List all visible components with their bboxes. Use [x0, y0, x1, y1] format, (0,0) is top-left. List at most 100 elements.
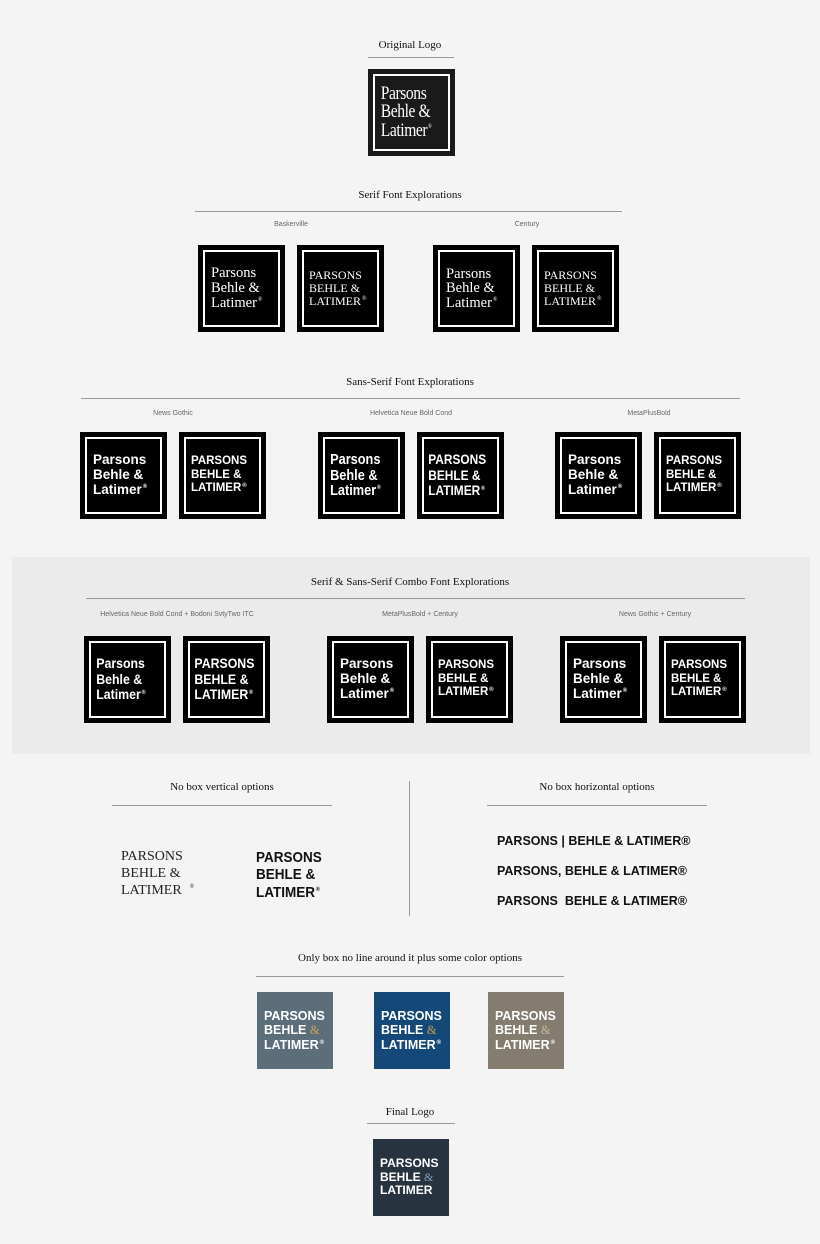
- font-label: Helvetica Neue Bold Cond + Bodoni SvtyTw…: [100, 611, 254, 618]
- logo-line: LATIMER: [256, 883, 315, 901]
- logo-line: BEHLE &: [309, 280, 360, 295]
- logo-line: Behle &: [446, 280, 495, 297]
- horizontal-option-3: PARSONS BEHLE & LATIMER®: [497, 894, 688, 908]
- final-logo: PARSONS BEHLE & LATIMER: [373, 1139, 449, 1216]
- logo-line: BEHLE &: [256, 866, 316, 884]
- logo-line: LATIMER: [191, 482, 242, 495]
- logo-line: Behle &: [93, 467, 144, 483]
- logo-line: BEHLE &: [191, 468, 242, 481]
- logo-line: Latimer: [573, 685, 622, 701]
- registered-mark: ®: [617, 484, 623, 491]
- logo-line: LATIMER: [380, 1183, 433, 1198]
- logo-line: Behle &: [340, 671, 391, 687]
- logo-line: Latimer: [93, 481, 142, 497]
- logo-line: BEHLE &: [428, 466, 481, 483]
- logo-line: Behle &: [568, 467, 619, 483]
- logo-line: BEHLE &: [666, 468, 717, 481]
- logo-line: Behle &: [380, 101, 431, 123]
- logo-line: Behle &: [96, 670, 143, 687]
- logo-line: LATIMER: [438, 686, 489, 699]
- registered-mark: ®: [436, 1039, 442, 1046]
- logo-line: Parsons: [211, 264, 257, 281]
- logo-line: PARSONS: [544, 267, 597, 282]
- registered-mark: ®: [189, 883, 195, 890]
- registered-mark: ®: [717, 482, 722, 489]
- logo-line: LATIMER: [309, 294, 361, 309]
- registered-mark: ®: [242, 482, 247, 489]
- section-title-original: Original Logo: [378, 39, 442, 51]
- logo-line: BEHLE &: [194, 670, 249, 687]
- font-label: News Gothic + Century: [618, 611, 692, 618]
- logo-line: Parsons: [573, 656, 627, 672]
- font-label: Helvetica Neue Bold Cond: [369, 410, 453, 417]
- divider: [195, 211, 622, 212]
- logo-line: PARSONS: [256, 849, 322, 866]
- logo-line: PARSONS: [666, 454, 723, 467]
- font-label: Baskerville: [274, 221, 308, 228]
- logo-line: PARSONS: [428, 451, 487, 468]
- section-title-nobox-horizontal: No box horizontal options: [539, 781, 655, 793]
- logo-line: Parsons: [568, 452, 622, 468]
- logo-line: PARSONS: [194, 655, 255, 672]
- logo-line: Behle &: [573, 671, 624, 687]
- registered-mark: ®: [622, 688, 628, 695]
- logo-line: Latimer: [380, 119, 428, 141]
- section-title-final: Final Logo: [385, 1106, 435, 1118]
- registered-mark: ®: [550, 1039, 556, 1046]
- section-title-color: Only box no line around it plus some col…: [298, 952, 522, 964]
- logo-line: Latimer: [96, 686, 141, 703]
- logo-line: Parsons: [380, 83, 427, 105]
- section-title-nobox-vertical: No box vertical options: [170, 781, 274, 793]
- logo-line: PARSONS: [438, 658, 495, 671]
- registered-mark: ®: [489, 686, 494, 693]
- registered-mark: ®: [257, 297, 263, 304]
- section-title-serif: Serif Font Explorations: [358, 189, 462, 201]
- logo-line: Parsons: [93, 452, 147, 468]
- logo-line: PARSONS: [380, 1155, 439, 1170]
- logo-line: LATIMER: [194, 686, 249, 703]
- vertical-divider: [409, 781, 410, 916]
- logo-line: Parsons: [340, 656, 394, 672]
- color-option-slate: PARSONS BEHLE & LATIMER®: [257, 992, 333, 1069]
- logo-line: BEHLE &: [438, 672, 489, 685]
- logo-line: PARSONS: [495, 1008, 556, 1023]
- registered-mark: ®: [722, 686, 727, 693]
- logo-line: PARSONS: [381, 1008, 442, 1023]
- color-option-taupe: PARSONS BEHLE & LATIMER®: [488, 992, 564, 1069]
- logo-line: BEHLE &: [121, 865, 181, 881]
- logo-line: Parsons: [96, 655, 145, 672]
- font-label: News Gothic: [153, 410, 193, 417]
- divider: [367, 1123, 455, 1124]
- registered-mark: ®: [377, 485, 381, 492]
- logo-line: BEHLE &: [671, 672, 722, 685]
- logo-line: Behle &: [211, 279, 260, 296]
- registered-mark: ®: [319, 1039, 325, 1046]
- original-logo: Parsons Behle & Latimer®: [368, 69, 455, 156]
- registered-mark: ®: [362, 296, 367, 303]
- registered-mark: ®: [428, 124, 432, 131]
- registered-mark: ®: [249, 689, 254, 696]
- logo-line: PARSONS: [264, 1008, 325, 1023]
- logo-line: Parsons: [446, 265, 492, 282]
- logo-line: Latimer: [211, 295, 257, 312]
- divider: [256, 976, 564, 977]
- registered-mark: ®: [492, 296, 498, 303]
- logo-line: Latimer: [330, 482, 377, 500]
- logo-line: Latimer: [568, 481, 617, 497]
- logo-line: LATIMER: [381, 1037, 436, 1052]
- registered-mark: ®: [315, 886, 320, 893]
- nobox-vertical-serif: PARSONS BEHLE & LATIMER®: [121, 849, 194, 899]
- registered-mark: ®: [142, 484, 148, 491]
